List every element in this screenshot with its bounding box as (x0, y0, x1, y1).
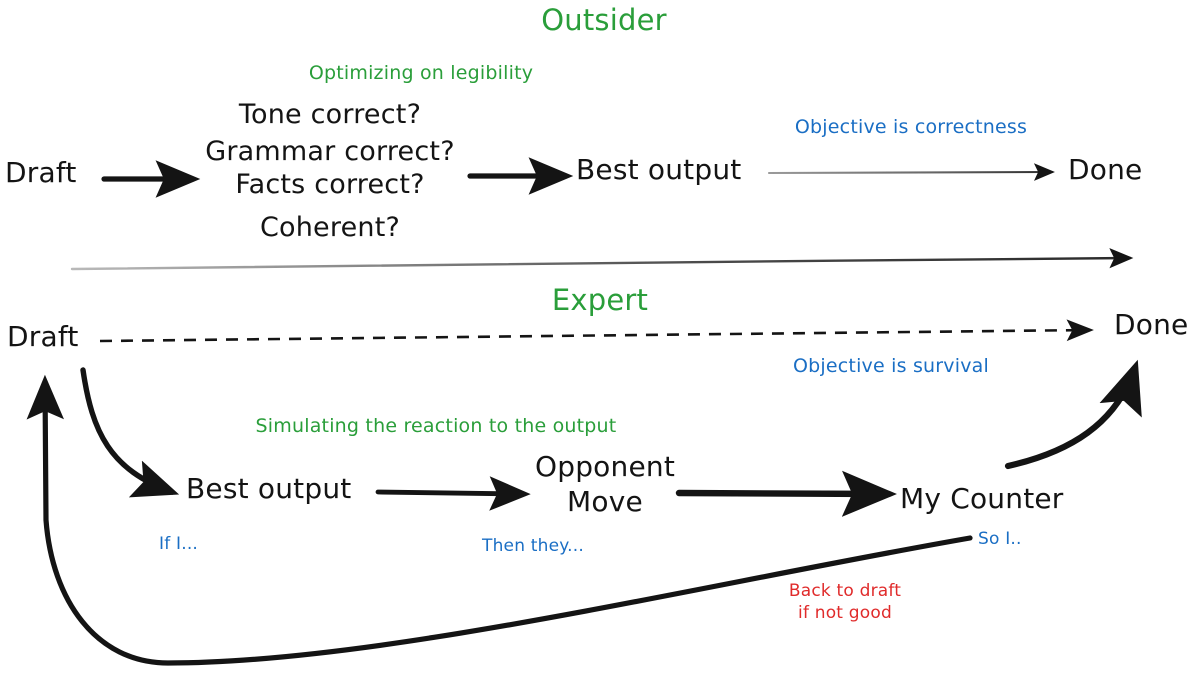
arrow-loop-back-to-draft (26, 374, 973, 666)
outsider-checklist-item-2: Facts correct? (235, 169, 425, 200)
expert-heading: Expert (551, 283, 649, 317)
outsider-checklist-item-3: Coherent? (259, 212, 401, 243)
expert-counter-node: My Counter (900, 482, 1064, 515)
arrow-draft-to-done-dashed (99, 319, 1094, 343)
outsider-checklist-item-0: Tone correct? (238, 99, 422, 130)
arrow-best-output-to-done (767, 163, 1055, 181)
expert-step-label-if-i: If I... (159, 534, 199, 554)
expert-end-node: Done (1114, 308, 1189, 341)
expert-objective-label: Objective is survival (793, 355, 989, 377)
expert-loop-label-line1: Back to draft (788, 581, 902, 601)
outsider-start-node: Draft (5, 156, 77, 189)
expert-step-label-so-i: So I.. (978, 529, 1022, 549)
outsider-objective-label: Objective is correctness (794, 116, 1028, 138)
arrow-opponent-move-to-my-counter (675, 470, 897, 517)
outsider-process-label: Optimizing on legibility (308, 62, 534, 84)
outsider-checklist-item-1: Grammar correct? (205, 136, 455, 167)
outsider-end-node: Done (1068, 153, 1143, 186)
expert-opponent-node-line1: Opponent (534, 450, 676, 483)
section-divider-arrow (70, 248, 1134, 271)
expert-loop-label-line2: if not good (798, 603, 892, 623)
arrow-draft-to-best-output (80, 367, 180, 498)
expert-step-label-then-they: Then they... (482, 536, 584, 556)
expert-start-node: Draft (7, 320, 79, 353)
outsider-heading: Outsider (541, 3, 667, 37)
expert-opponent-node-line2: Move (567, 485, 643, 518)
arrow-best-output-to-opponent-move (375, 476, 531, 511)
expert-output-node: Best output (186, 472, 352, 505)
expert-process-label: Simulating the reaction to the output (255, 415, 617, 437)
outsider-output-node: Best output (576, 153, 742, 186)
arrow-my-counter-to-done (1004, 359, 1142, 470)
